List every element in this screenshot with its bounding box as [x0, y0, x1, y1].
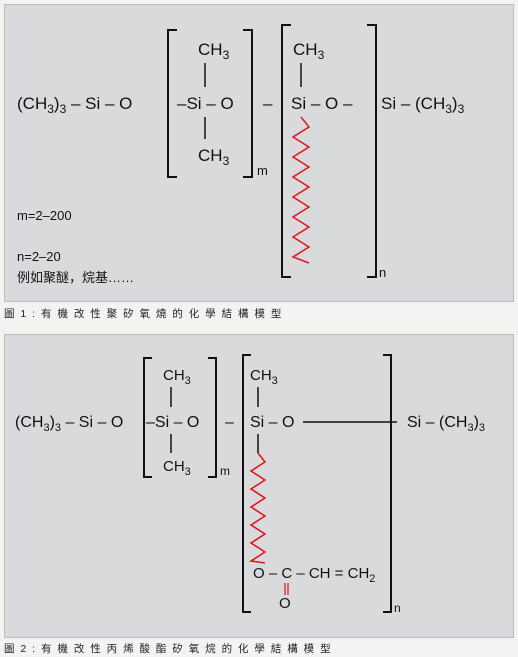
- bracket-n-left: [281, 24, 291, 278]
- bracket-m-left: [167, 29, 177, 178]
- figure-1-caption: 圖 1 : 有 機 改 性 聚 矽 氧 燒 的 化 學 結 構 模 型: [4, 308, 283, 320]
- figure-1-structure: (CH3)3 – Si – O m CH3 –Si – O CH3 – n CH…: [17, 24, 465, 280]
- figure-1-panel: (CH3)3 – Si – O m CH3 –Si – O CH3 – n CH…: [4, 4, 514, 302]
- figure-2-panel: (CH3)3 – Si – O m CH3 –Si – O CH3 – n CH…: [4, 334, 514, 638]
- figure-2-structure: (CH3)3 – Si – O m CH3 –Si – O CH3 – n CH…: [15, 354, 485, 615]
- subscript-n: n: [379, 265, 386, 280]
- si-o-unit-n: Si – O: [250, 414, 294, 431]
- subscript-m: m: [220, 464, 230, 478]
- si-o-unit-m: –Si – O: [177, 94, 234, 113]
- bracket-m-left: [143, 357, 152, 478]
- subscript-n: n: [394, 601, 401, 615]
- bracket-m-right: [243, 29, 253, 178]
- figure-2-caption: 圖 2 : 有 機 改 性 丙 烯 酸 酯 矽 氧 烷 的 化 學 結 構 模 …: [4, 643, 333, 655]
- left-trimethylsilyl-group: (CH3)3 – Si – O: [17, 94, 132, 116]
- right-trimethylsilyl-group: Si – (CH3)3: [381, 94, 465, 116]
- svg-text:O: O: [279, 595, 291, 612]
- organic-side-chain: [291, 116, 311, 264]
- bracket-n-left: [242, 354, 251, 613]
- note-example: 例如聚醚，烷基……: [17, 270, 135, 285]
- bottom-methyl-m: CH3: [198, 146, 230, 168]
- top-methyl-m: CH3: [163, 367, 191, 387]
- bracket-n-right: [367, 24, 377, 278]
- subscript-m: m: [257, 163, 268, 178]
- top-methyl-n: CH3: [250, 367, 278, 387]
- top-methyl-n: CH3: [293, 40, 325, 62]
- svg-text:–: –: [263, 94, 273, 113]
- si-o-unit-m: –Si – O: [146, 414, 199, 431]
- note-m-range: m=2–200: [17, 208, 72, 223]
- si-o-unit-n: Si – O –: [291, 94, 353, 113]
- bracket-n-right: [383, 354, 392, 613]
- bottom-methyl-m: CH3: [163, 458, 191, 478]
- svg-text:–: –: [225, 414, 234, 431]
- note-n-range: n=2–20: [17, 249, 61, 264]
- left-trimethylsilyl-group: (CH3)3 – Si – O: [15, 414, 123, 434]
- top-methyl-m: CH3: [198, 40, 230, 62]
- svg-text:O – C – CH = CH2: O – C – CH = CH2: [253, 565, 375, 585]
- right-trimethylsilyl-group: Si – (CH3)3: [407, 414, 485, 434]
- organic-side-chain: [248, 452, 267, 564]
- acrylate-ester-group: O – C – CH = CH2 O: [253, 565, 375, 612]
- bracket-m-right: [208, 357, 217, 478]
